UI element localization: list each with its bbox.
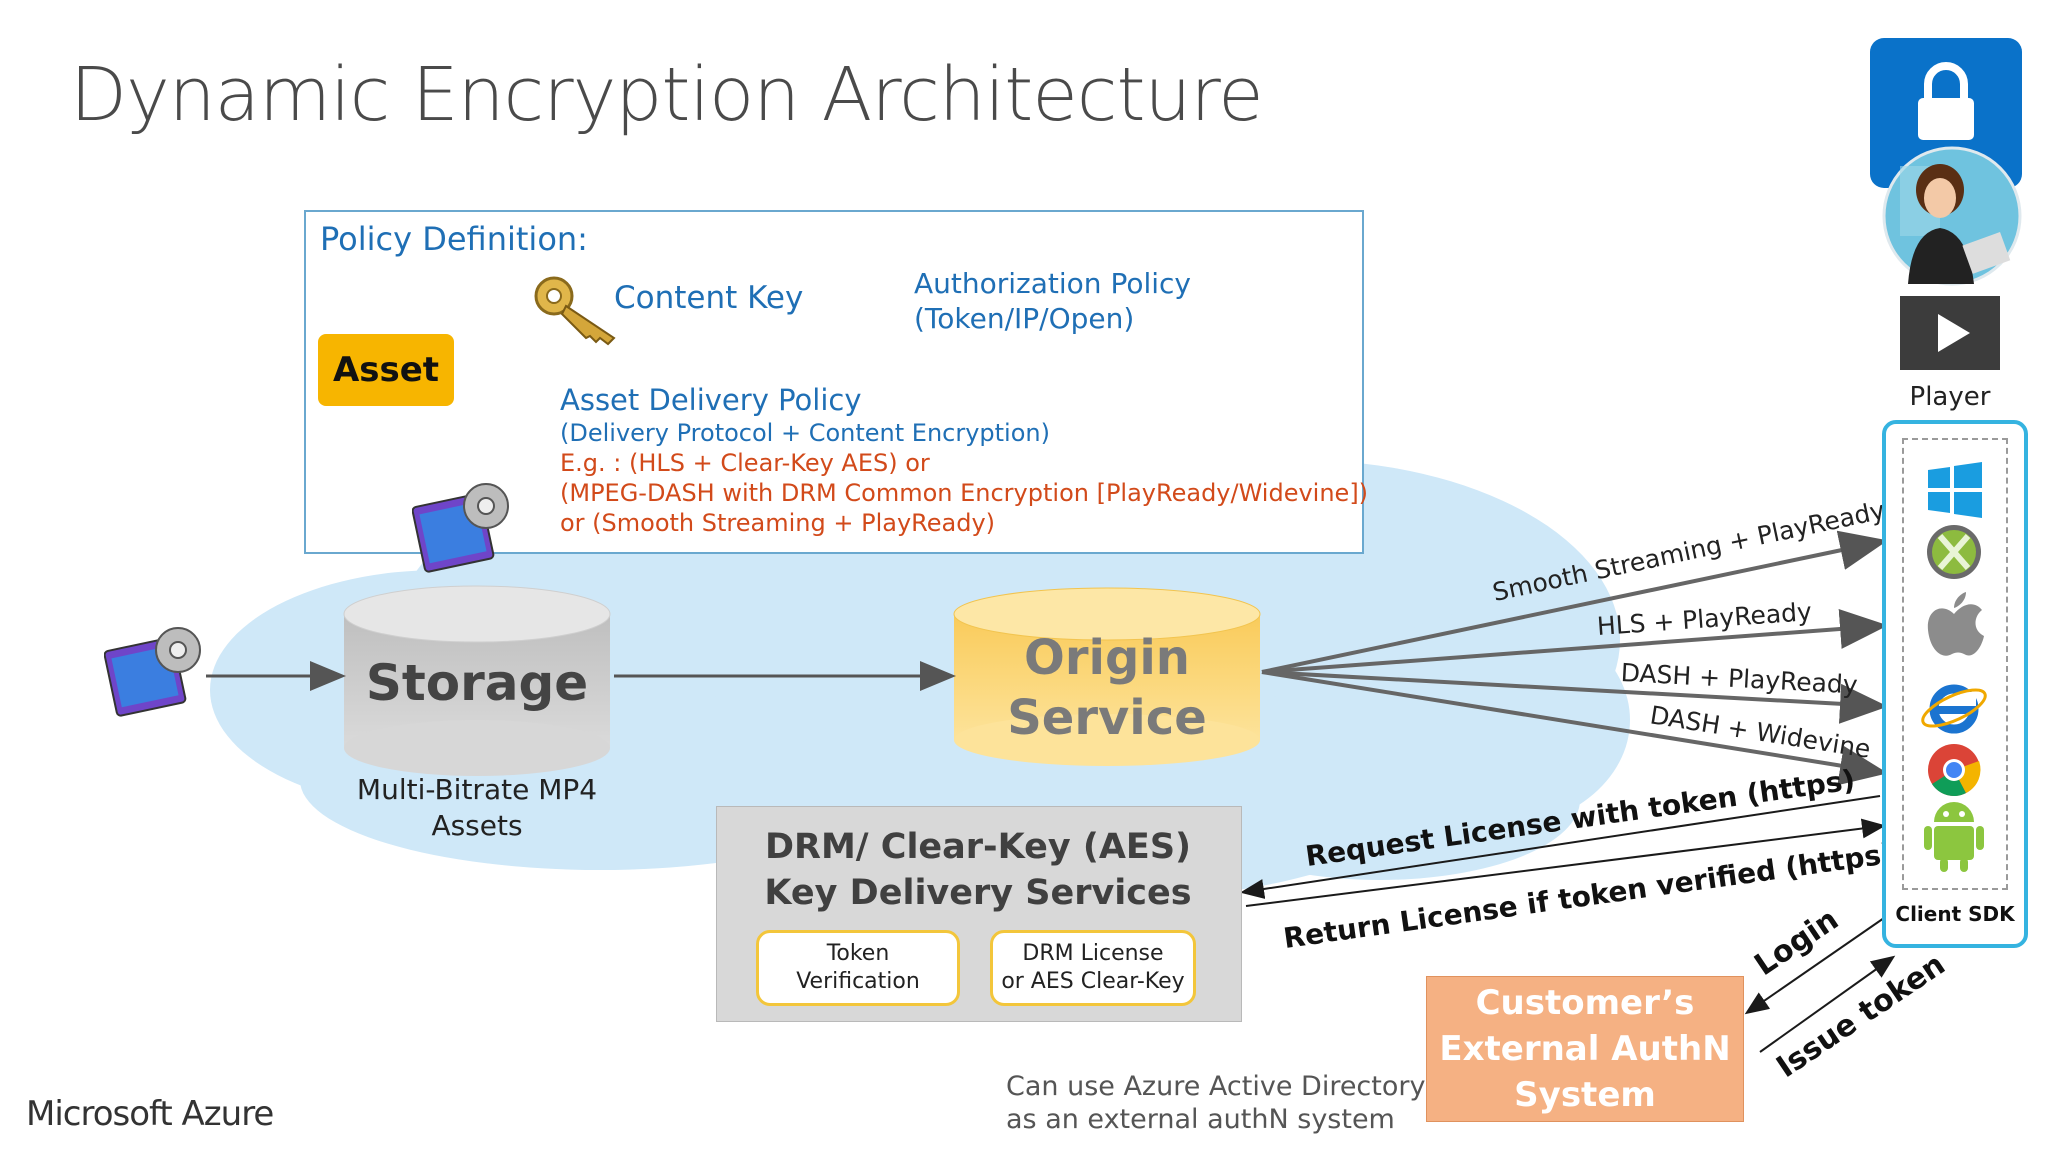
arrow-stream-dash-playready — [1261, 670, 1888, 724]
client-platforms-group — [1902, 438, 2008, 890]
xbox-icon — [1927, 525, 1981, 579]
azure-ad-note: Can use Azure Active Directory as an ext… — [1006, 1070, 1425, 1136]
content-key-label: Content Key — [614, 280, 804, 316]
drm-title-line2: Key Delivery Services — [764, 873, 1192, 913]
token-line1: Token — [826, 941, 890, 966]
storage-label: Storage — [365, 654, 589, 712]
delivery-policy-desc: (Delivery Protocol + Content Encryption) — [560, 419, 1050, 447]
authorization-policy-line2: (Token/IP/Open) — [914, 302, 1135, 335]
arrow-stream-smooth — [1261, 530, 1888, 674]
drm-title: DRM/ Clear-Key (AES) Key Delivery Servic… — [716, 824, 1240, 916]
play-icon — [1938, 314, 1970, 352]
origin-line2: Service — [1007, 690, 1207, 746]
arrow-issue-token — [1759, 955, 1896, 1053]
arrow-login — [1744, 917, 1885, 1015]
policy-heading: Policy Definition: — [320, 220, 588, 258]
storage-sub-line2: Assets — [431, 809, 523, 842]
platform-icons — [1921, 462, 1987, 872]
authn-line1: Customer’s — [1475, 983, 1695, 1023]
client-sdk-label: Client SDK — [1895, 902, 2015, 926]
authn-line2: External AuthN — [1439, 1029, 1731, 1069]
origin-service-label: Origin Service — [954, 628, 1260, 748]
license-line2: or AES Clear-Key — [1001, 969, 1185, 994]
key-icon — [534, 276, 616, 346]
policy-definition-box — [304, 210, 1364, 554]
player-tile[interactable] — [1900, 296, 2000, 370]
android-icon — [1924, 802, 1984, 872]
storage-sublabel: Multi-Bitrate MP4 Assets — [340, 772, 614, 844]
drm-title-line1: DRM/ Clear-Key (AES) — [764, 827, 1192, 867]
windows-icon — [1928, 462, 1982, 518]
page-title: Dynamic Encryption Architecture — [70, 52, 1264, 138]
arrow-stream-dash-widevine — [1261, 670, 1888, 786]
delivery-example-3: or (Smooth Streaming + PlayReady) — [560, 509, 996, 537]
authorization-policy-label: Authorization Policy (Token/IP/Open) — [914, 266, 1191, 336]
media-file-icon — [412, 483, 509, 573]
drm-license-pill: DRM License or AES Clear-Key — [990, 930, 1196, 1006]
authorization-policy-line1: Authorization Policy — [914, 267, 1191, 300]
arrow-return-license — [1240, 795, 1881, 899]
note-line2: as an external authN system — [1006, 1104, 1395, 1135]
arrow-request-license — [1245, 818, 1886, 907]
origin-cylinder — [953, 587, 1261, 766]
storage-cylinder — [343, 585, 611, 776]
user-avatar — [1882, 146, 2022, 286]
media-file-icon-source — [104, 627, 201, 717]
microsoft-azure-brand: Microsoft Azure — [26, 1094, 274, 1134]
chrome-icon — [1928, 744, 1981, 796]
note-line1: Can use Azure Active Directory — [1006, 1071, 1426, 1102]
token-line2: Verification — [796, 969, 920, 994]
origin-line1: Origin — [1024, 630, 1190, 686]
player-label: Player — [1909, 382, 1991, 412]
arrow-stream-hls — [1261, 609, 1888, 674]
apple-icon — [1927, 592, 1984, 656]
client-sdk-panel: Client SDK — [1882, 420, 2028, 948]
internet-explorer-icon — [1921, 684, 1987, 734]
asset-badge: Asset — [318, 334, 454, 406]
lock-icon — [1918, 62, 1974, 140]
asset-delivery-policy: Asset Delivery Policy (Delivery Protocol… — [560, 382, 1368, 538]
customer-authn-box: Customer’s External AuthN System — [1426, 976, 1744, 1122]
delivery-example-1: E.g. : (HLS + Clear-Key AES) or — [560, 449, 930, 477]
authn-line3: System — [1514, 1075, 1656, 1115]
delivery-policy-title: Asset Delivery Policy — [560, 383, 862, 417]
storage-sub-line1: Multi-Bitrate MP4 — [356, 773, 598, 806]
license-line1: DRM License — [1022, 941, 1164, 966]
delivery-example-2: (MPEG-DASH with DRM Common Encryption [P… — [560, 479, 1369, 507]
